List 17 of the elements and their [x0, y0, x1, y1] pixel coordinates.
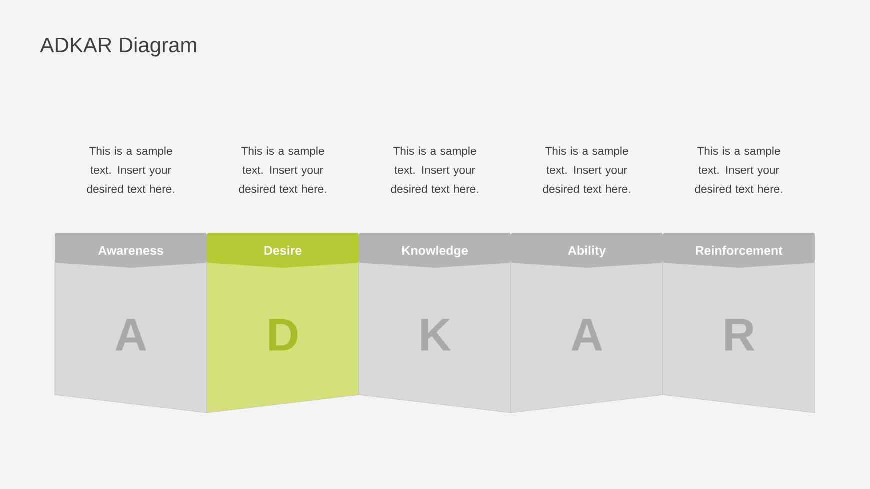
description-text: This is a sample text. Insert your desired text here. [543, 146, 630, 194]
panel [510, 233, 664, 414]
description-text: This is a sample text. Insert your desired text here. [87, 146, 174, 194]
panel [54, 233, 208, 414]
title: ADKAR Diagram [40, 37, 196, 57]
header-label: Awareness [98, 246, 164, 256]
header-label: Ability [568, 246, 606, 258]
panel [662, 233, 816, 414]
header-label: Reinforcement [696, 246, 783, 256]
header-label: Desire [264, 246, 302, 256]
description-text: This is a sample text. Insert your desired text here. [239, 146, 326, 194]
description-text: This is a sample text. Insert your desired text here. [391, 146, 478, 194]
header-label: Knowledge [402, 246, 468, 258]
panel [206, 233, 360, 414]
panel [358, 233, 512, 414]
panel-letter: D [269, 319, 298, 351]
description-text: This is a sample text. Insert your desired text here. [695, 146, 782, 194]
